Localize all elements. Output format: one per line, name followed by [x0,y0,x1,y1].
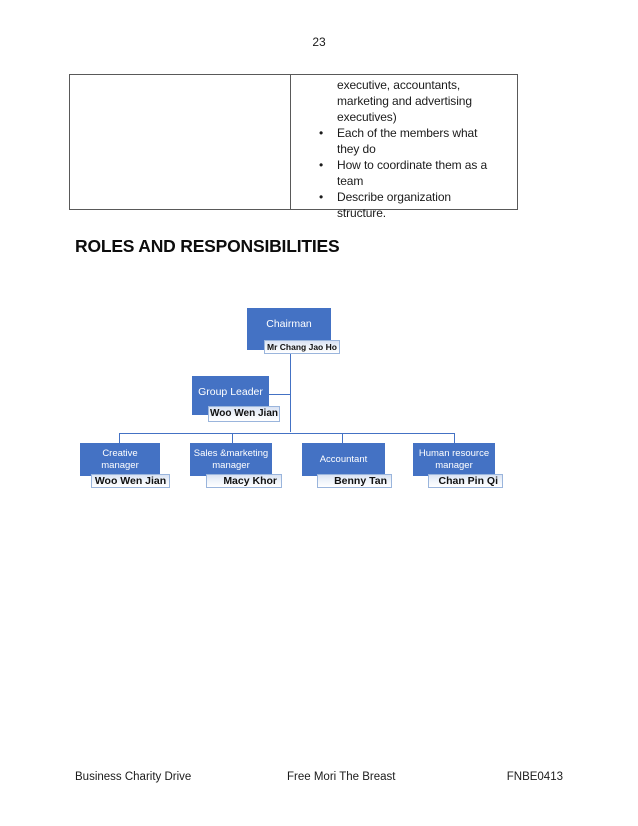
org-node-title: Human resource [418,448,490,459]
text-line: marketing and advertising [337,94,472,108]
org-name-group-leader: Woo Wen Jian [208,406,280,422]
org-name-human-resource-manager: Chan Pin Qi [428,474,503,488]
text-line: executives) [337,110,397,124]
table-cell-right: executive, accountants, marketing and ad… [291,75,517,220]
org-node-title: manager [212,459,250,471]
org-node-sales-marketing-manager: Sales &marketing manager [190,443,272,476]
org-node-accountant: Accountant [302,443,385,476]
org-node-title: Creative [102,448,138,459]
text-line: Describe organization [337,190,451,204]
text-line: structure. [337,206,387,220]
org-node-title: Chairman [266,318,312,330]
table-cell-left [70,75,291,209]
org-node-title: manager [435,459,473,471]
connector-line-vertical-main [290,354,291,432]
org-node-title: Sales &marketing [193,448,269,459]
page-number: 23 [312,35,326,49]
connector-stub [232,433,233,444]
list-item-continuation: executive, accountants, marketing and ad… [337,77,511,125]
bullet-marker-icon: • [318,158,324,172]
text-line: How to coordinate them as a [337,158,488,172]
footer-center-text: Free Mori The Breast [287,771,396,783]
connector-stub [342,433,343,444]
bullet-marker-icon: • [318,126,324,140]
text-line: team [337,174,364,188]
connector-stub [454,433,455,444]
bullet-list-item: • Describe organization structure. [319,189,511,221]
org-name-sales-marketing-manager: Macy Khor [206,474,282,488]
org-node-human-resource-manager: Human resource manager [413,443,495,476]
org-node-creative-manager: Creative manager [80,443,160,476]
org-node-title: Group Leader [198,385,263,398]
text-line: they do [337,142,376,156]
connector-line-horizontal [119,433,455,434]
org-name-accountant: Benny Tan [317,474,392,488]
footer-left-text: Business Charity Drive [75,771,192,783]
bullet-list-item: • How to coordinate them as a team [319,157,511,189]
org-node-title: manager [101,459,139,471]
bullet-list-item: • Each of the members what they do [319,125,511,157]
text-line: Each of the members what [337,126,478,140]
notes-table: executive, accountants, marketing and ad… [69,74,518,220]
text-line: executive, accountants, [337,78,461,92]
org-name-chairman: Mr Chang Jao Ho [264,340,340,354]
footer-right-text: FNBE0413 [506,771,563,783]
connector-line-group-leader [269,394,290,395]
bullet-marker-icon: • [318,190,324,204]
section-heading: ROLES AND RESPONSIBILITIES [75,236,340,256]
connector-stub [119,433,120,444]
org-node-title: Accountant [319,453,368,465]
org-name-creative-manager: Woo Wen Jian [91,474,170,488]
